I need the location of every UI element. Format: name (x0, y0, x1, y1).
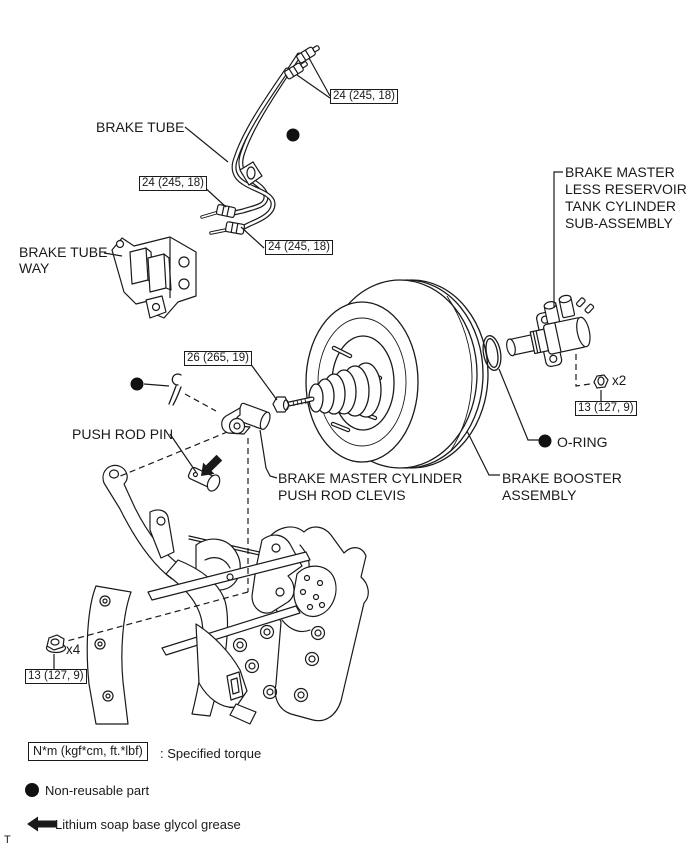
quantity-x2-label: x2 (612, 373, 627, 388)
torque-box-clevis-locknut: 26 (265, 19) (184, 351, 253, 366)
brake-tube-way-label: BRAKE TUBE WAY (19, 244, 108, 276)
brake-tube-label: BRAKE TUBE (96, 119, 185, 135)
grease-arrow-icon (201, 454, 223, 476)
quantity-x4-label: x4 (66, 642, 81, 657)
o-ring-drawing (482, 335, 502, 371)
footer-mark: T (4, 834, 11, 846)
legend-non-reusable: Non-reusable part (45, 783, 150, 798)
nut-x2-drawing (593, 374, 609, 389)
pedal-bracket-drawing (86, 464, 369, 725)
brake-master-cylinder-sub-label: BRAKE MASTER LESS RESERVOIR TANK CYLINDE… (565, 164, 687, 231)
push-rod-clevis-label: BRAKE MASTER CYLINDER PUSH ROD CLEVIS (278, 470, 463, 503)
non-reusable-dot-tube (286, 128, 300, 142)
master-cylinder-drawing (506, 294, 595, 367)
torque-box-booster-nut: 13 (127, 9) (25, 669, 87, 684)
brake-tube-drawing (200, 52, 302, 235)
legend-torque-unit-box: N*m (kgf*cm, ft.*lbf) (28, 742, 148, 761)
non-reusable-dot-o-ring (538, 434, 552, 448)
brake-booster-label: BRAKE BOOSTER ASSEMBLY (502, 470, 622, 503)
torque-box-tube-left: 24 (245, 18) (139, 176, 208, 191)
clevis-drawing (221, 402, 271, 435)
grease-legend-arrow-icon (27, 816, 57, 832)
legend-grease: Lithium soap base glycol grease (55, 817, 241, 832)
torque-box-master-cylinder-nut: 13 (127, 9) (575, 401, 637, 416)
nut-x4-drawing (45, 634, 67, 654)
non-reusable-dot-icons (130, 128, 552, 448)
torque-box-tube-upper: 24 (245, 18) (330, 89, 399, 104)
o-ring-label: O-RING (557, 434, 608, 450)
cotter-pin-drawing (168, 373, 182, 406)
non-reusable-legend-dot-icon (25, 783, 39, 797)
tube-fittings-drawing (215, 45, 320, 235)
clevis-locknut-drawing (272, 396, 290, 413)
torque-box-tube-lower: 24 (245, 18) (265, 240, 334, 255)
non-reusable-dot-cotter-pin (130, 377, 144, 391)
leader-lines (53, 57, 602, 669)
brake-tube-way-drawing (111, 236, 197, 319)
push-rod-pin-label: PUSH ROD PIN (72, 426, 174, 442)
alignment-dashed-lines (66, 354, 598, 642)
brake-booster-drawing (286, 279, 489, 469)
legend-torque-meaning: : Specified torque (160, 746, 262, 761)
tube-clamp-drawing (239, 161, 263, 186)
